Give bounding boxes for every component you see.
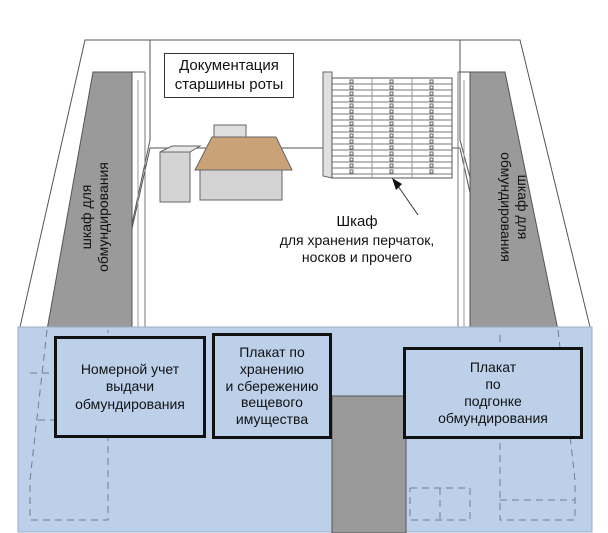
left-cabinet-label: шкаф для обмундирования xyxy=(78,152,112,282)
drawer-handle xyxy=(389,109,394,114)
drawer-handle xyxy=(349,133,354,138)
drawer-handle xyxy=(389,169,394,174)
drawer-handle xyxy=(389,79,394,84)
poster-storage-line-1: Плакат по xyxy=(239,344,305,360)
drawer-handle xyxy=(349,151,354,156)
drawer-handle xyxy=(349,115,354,120)
drawer-handle xyxy=(429,121,434,126)
drawer-handle xyxy=(429,151,434,156)
drawer-handle xyxy=(349,157,354,162)
drawer-handle xyxy=(429,103,434,108)
poster-storage-line-3: и сбережению xyxy=(225,377,319,394)
storage-cabinet-line-2: для хранения перчаток, xyxy=(279,231,435,248)
drawer-handle xyxy=(429,163,434,168)
drawer-handle xyxy=(349,91,354,96)
drawer-handle xyxy=(429,145,434,150)
poster-storage-line-5: имущества xyxy=(235,411,309,428)
drawer-handle xyxy=(429,169,434,174)
drawer-handle xyxy=(389,145,394,150)
right-cabinet-line-1: шкаф для xyxy=(515,174,531,240)
pointer-arrow xyxy=(392,178,419,216)
drawer-handle xyxy=(389,163,394,168)
drawer-handle xyxy=(389,97,394,102)
drawer-handle xyxy=(389,103,394,108)
drawer-handle xyxy=(349,169,354,174)
poster-accounting-line-2: выдачи xyxy=(105,378,155,395)
drawer-handle xyxy=(349,145,354,150)
drawer-handle xyxy=(349,139,354,144)
drawer-handle xyxy=(429,97,434,102)
drawer-handle xyxy=(389,91,394,96)
drawer-handle xyxy=(349,79,354,84)
drawer-handle xyxy=(429,109,434,114)
drawer-handle xyxy=(389,151,394,156)
storage-drawer-cabinet xyxy=(322,71,453,179)
drawer-handle xyxy=(349,85,354,90)
drawer-handle xyxy=(429,139,434,144)
drawer-handle xyxy=(429,85,434,90)
left-cabinet xyxy=(46,71,146,331)
drawer-handle xyxy=(389,121,394,126)
drawer-handle xyxy=(349,127,354,132)
storage-cabinet-line-1: Шкаф xyxy=(336,213,378,230)
drawer-handle xyxy=(349,121,354,126)
documentation-line-2: старшины роты xyxy=(174,75,284,93)
poster-fitting-line-2: по xyxy=(485,376,501,393)
poster-accounting: Номерной учет выдачи обмундирования xyxy=(54,336,206,438)
left-cabinet-line-2: обмундирования xyxy=(94,162,111,272)
drawer-handle xyxy=(349,163,354,168)
drawer-handle xyxy=(429,127,434,132)
drawer-handle xyxy=(389,85,394,90)
drawer-handle xyxy=(429,79,434,84)
poster-accounting-line-3: обмундирования xyxy=(75,395,185,412)
right-cabinet xyxy=(457,71,559,331)
documentation-label: Документация старшины роты xyxy=(164,53,294,98)
drawer-handle xyxy=(429,91,434,96)
poster-storage-line-2: хранению xyxy=(239,360,305,377)
drawer-handle xyxy=(429,133,434,138)
right-cabinet-line-2: обмундирования xyxy=(498,152,515,262)
drawer-handle xyxy=(349,97,354,102)
drawer-handle xyxy=(389,115,394,120)
poster-fitting-line-3: подгонке xyxy=(464,393,522,409)
drawer-handle xyxy=(429,115,434,120)
storage-cabinet-label: Шкаф для хранения перчаток, носков и про… xyxy=(252,213,462,267)
drawer-handle xyxy=(429,157,434,162)
poster-storage: Плакат по хранению и сбережению вещевого… xyxy=(212,333,332,439)
poster-fitting-line-4: обмундирования xyxy=(438,409,548,426)
poster-storage-line-4: вещевого xyxy=(241,394,303,411)
documentation-line-1: Документация xyxy=(179,56,279,74)
desk xyxy=(159,124,293,203)
storage-cabinet-line-3: носков и прочего xyxy=(301,249,413,266)
poster-fitting-line-1: Плакат xyxy=(469,359,517,376)
poster-accounting-line-1: Номерной учет xyxy=(80,360,180,377)
right-cabinet-label: шкаф для обмундирования xyxy=(497,142,531,272)
left-cabinet-line-1: шкаф для xyxy=(78,184,94,250)
drawer-handle xyxy=(389,157,394,162)
drawer-handle xyxy=(389,133,394,138)
door xyxy=(331,395,407,533)
drawer-handle xyxy=(349,109,354,114)
poster-fitting: Плакат по подгонке обмундирования xyxy=(403,347,583,439)
drawer-handle xyxy=(389,127,394,132)
drawer-handle xyxy=(349,103,354,108)
drawer-handle xyxy=(389,139,394,144)
